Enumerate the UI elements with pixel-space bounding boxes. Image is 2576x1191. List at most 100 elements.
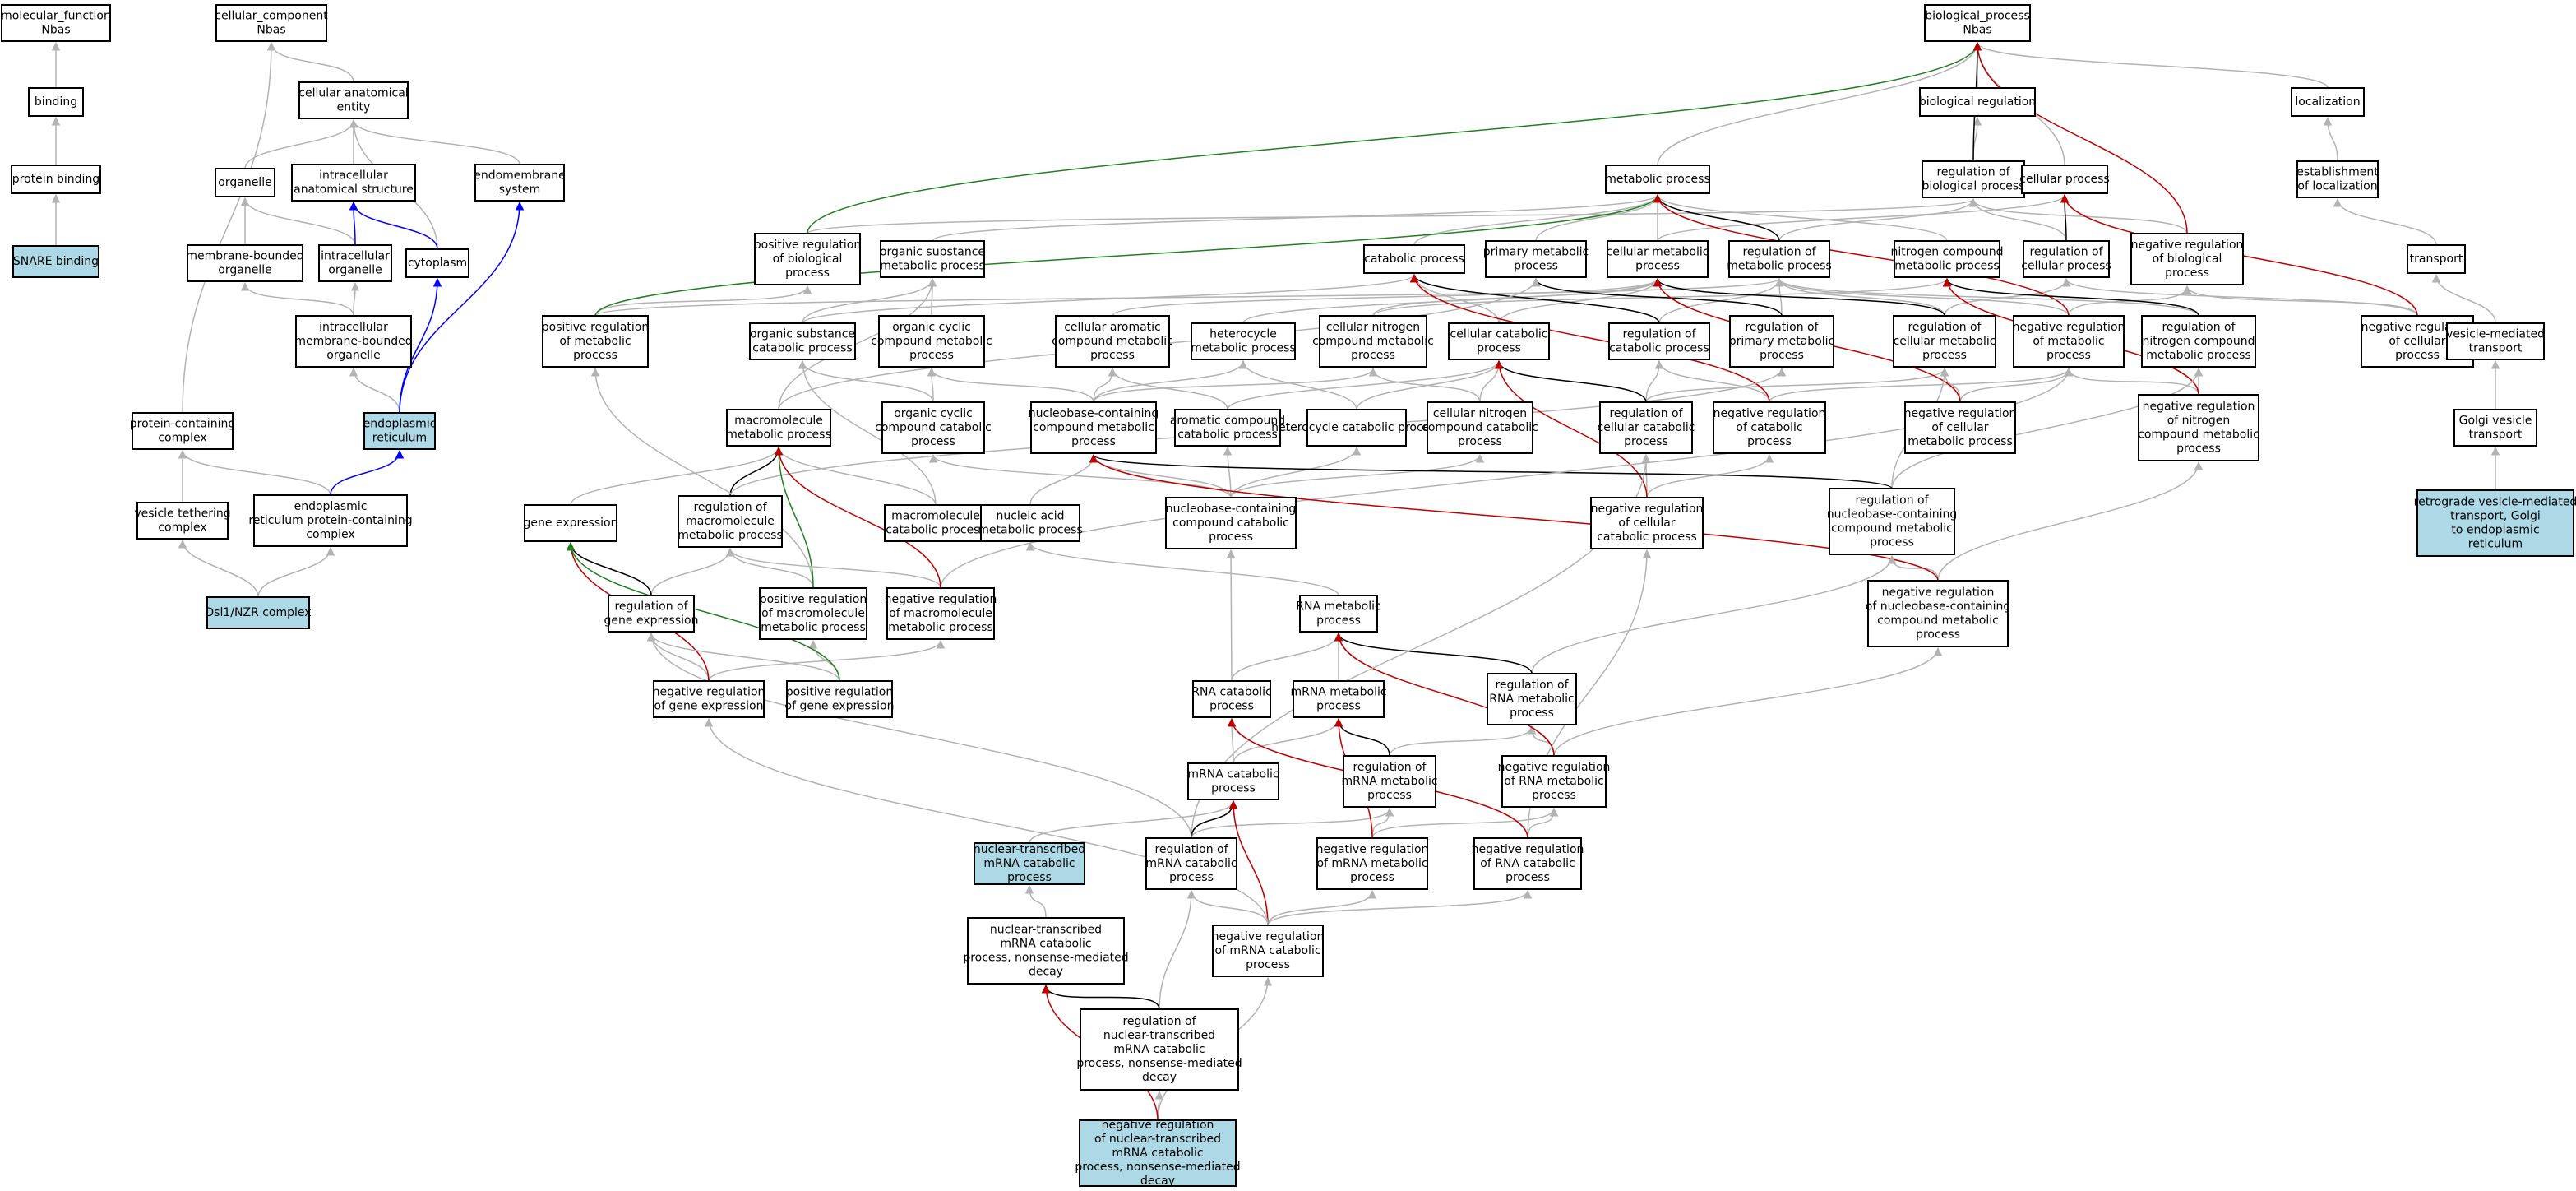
- term-node-loc[interactable]: localization: [2291, 87, 2365, 117]
- term-node-ge[interactable]: gene expression: [524, 504, 618, 542]
- term-node-pbind[interactable]: protein binding: [11, 165, 101, 194]
- term-node-cp[interactable]: cellular process: [2019, 165, 2110, 194]
- term-node-trans[interactable]: transport: [2407, 244, 2466, 274]
- term-label-line: endomembrane: [474, 169, 566, 183]
- term-node-mp[interactable]: metabolic process: [1605, 165, 1710, 194]
- term-label-line: intracellular: [319, 321, 388, 334]
- term-node-catp[interactable]: catabolic process: [1363, 244, 1465, 274]
- term-label-line: negative regulation: [1102, 1119, 1214, 1132]
- term-label-line: process: [2046, 349, 2091, 362]
- term-label-line: organic substance: [880, 246, 985, 259]
- term-node-dsl[interactable]: Dsl1/NZR complex: [205, 596, 312, 629]
- term-node-breg[interactable]: biological regulation: [1919, 87, 2036, 117]
- term-node-org[interactable]: organelle: [215, 168, 275, 197]
- term-node-snare[interactable]: SNARE binding: [12, 245, 99, 278]
- term-label-line: process: [2395, 349, 2440, 362]
- term-node-rnbcmp[interactable]: regulation ofnucleobase-containingcompou…: [1827, 488, 1958, 555]
- term-node-bind[interactable]: binding: [28, 87, 84, 117]
- term-label-line: mRNA catabolic: [983, 857, 1075, 870]
- term-node-hcp[interactable]: heterocycle catabolic process: [1271, 409, 1442, 447]
- term-box: [474, 164, 565, 202]
- term-box: [132, 412, 234, 450]
- term-label-line: complex: [306, 528, 354, 541]
- term-label-line: negative regulation: [1882, 586, 1995, 600]
- edge-is-a-cacmp-to-cmp: [1112, 277, 1663, 317]
- term-node-cyto[interactable]: cytoplasm: [405, 248, 469, 278]
